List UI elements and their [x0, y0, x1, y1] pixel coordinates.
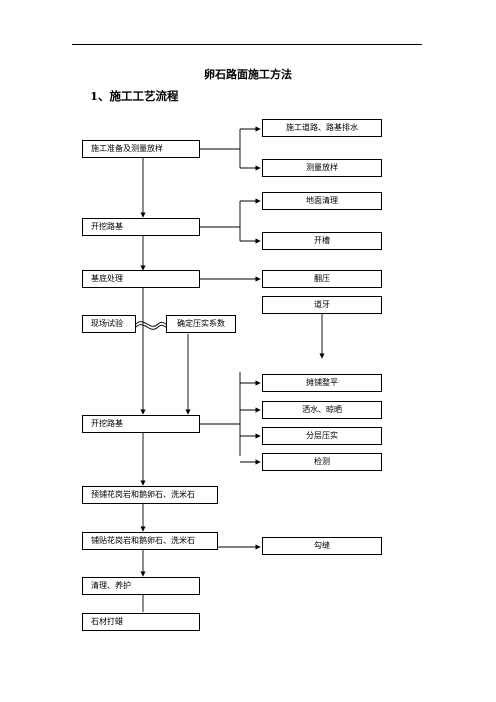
step-road-drainage: 施工道路、路基排水 — [262, 119, 382, 137]
step-excavate-subgrade-2: 开挖路基 — [82, 415, 200, 433]
step-survey-layout: 测量放样 — [262, 159, 382, 177]
step-trenching: 开槽 — [262, 232, 382, 250]
step-pre-lay-stones: 预铺花岗岩和鹅卵石、洗米石 — [82, 486, 218, 504]
step-base-treatment: 基底处理 — [82, 270, 200, 288]
step-compaction-coefficient: 确定压实系数 — [166, 315, 236, 333]
step-curb: 道牙 — [262, 296, 382, 314]
step-water-dry: 洒水、晾晒 — [262, 401, 382, 419]
header-rule — [72, 44, 422, 45]
step-layered-compaction: 分层压实 — [262, 427, 382, 445]
section-heading: 1、施工工艺流程 — [90, 89, 179, 103]
step-prep-survey: 施工准备及测量放样 — [82, 140, 200, 158]
step-ground-clearing: 地面清理 — [262, 192, 382, 210]
step-grouting: 勾缝 — [262, 537, 382, 555]
step-field-test: 现场试验 — [82, 315, 136, 333]
document-title: 卵石路面施工方法 — [204, 68, 292, 81]
step-clean-maintain: 清理、养护 — [82, 577, 200, 595]
step-rolling: 翻压 — [262, 270, 382, 288]
step-spread-level: 摊铺整平 — [262, 374, 382, 392]
step-inspection: 检测 — [262, 453, 382, 471]
step-stone-waxing: 石材打蜡 — [82, 613, 200, 631]
step-excavate-subgrade: 开挖路基 — [82, 218, 200, 236]
step-lay-stones: 铺贴花岗岩和鹅卵石、洗米石 — [82, 532, 218, 550]
